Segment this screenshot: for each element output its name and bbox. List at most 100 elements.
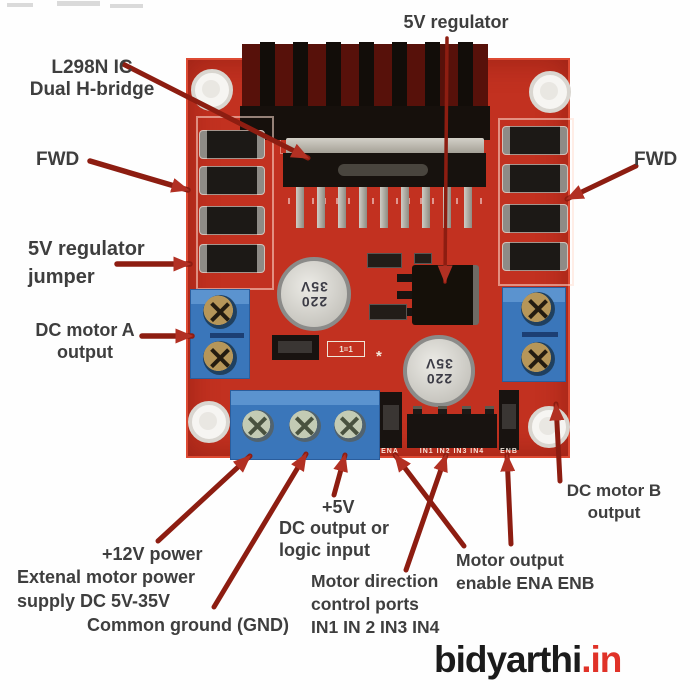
ic-clamp-bar [286, 138, 484, 157]
jumper-cap [502, 404, 516, 429]
smd-resistor [369, 304, 407, 320]
terminal-screw [203, 295, 237, 329]
label-plus5v: +5V [322, 497, 355, 517]
ic-leg [464, 187, 472, 228]
label-l298n: L298N IC Dual H-bridge [18, 57, 166, 101]
label-motor-enable-line2: enable ENA ENB [456, 573, 595, 593]
terminal-screw [521, 292, 555, 326]
watermark-bidyarthi: bidyarthi.in [434, 639, 622, 681]
ic-glint [338, 164, 428, 176]
label-motor-a-line1: DC motor A [35, 320, 135, 340]
flyback-diode [199, 244, 265, 273]
l298n-ic-body [283, 153, 486, 187]
header-pin [438, 406, 447, 417]
ic-leg [359, 187, 367, 228]
ic-leg [443, 187, 451, 228]
label-motor-a: DC motor A output [20, 319, 150, 363]
mounting-hole [528, 406, 570, 448]
arrow-5v-logic [331, 452, 348, 498]
silkscreen-ena-label: ENA [381, 448, 399, 455]
arrow-fwd-right [564, 163, 639, 202]
label-motor-b-line2: output [587, 503, 641, 522]
arrow-enable-ena [392, 452, 467, 549]
scan-artifact [7, 3, 33, 7]
label-motor-enable: Motor output enable ENA ENB [456, 549, 594, 595]
terminal-screw [521, 342, 555, 376]
header-pin [413, 406, 422, 417]
flyback-diode [199, 166, 265, 195]
watermark-black-part: bidyarthi [434, 639, 582, 680]
arrow-ground [211, 451, 309, 610]
silkscreen-in-labels: IN1 IN2 IN3 IN4 [419, 448, 485, 455]
silkscreen-enb-label: ENB [500, 448, 518, 455]
ic-leg [296, 187, 304, 228]
silkscreen-star: * [376, 348, 382, 365]
5v-regulator-component [412, 265, 479, 325]
label-regulator-jumper: 5V regulator jumper [28, 235, 145, 291]
regulator-lead [397, 291, 413, 299]
ic-leg [317, 187, 325, 228]
label-12v-power: +12V power [102, 544, 203, 564]
ic-leg [338, 187, 346, 228]
label-l298n-line2: Dual H-bridge [29, 79, 155, 100]
smd-resistor [414, 253, 432, 264]
label-common-ground: Common ground (GND) [87, 615, 289, 635]
label-logic-input: logic input [279, 540, 370, 560]
label-fwd-right: FWD [634, 149, 678, 170]
diode-bank-frame-right [498, 118, 574, 286]
header-pin [485, 406, 494, 417]
label-motor-direction: Motor direction control ports IN1 IN 2 I… [311, 570, 439, 639]
flyback-diode [199, 206, 265, 235]
mounting-hole [188, 401, 230, 443]
label-motor-direction-line3: IN1 IN 2 IN3 IN4 [311, 617, 440, 637]
smd-resistor [367, 253, 402, 268]
watermark-red-part: .in [581, 639, 622, 680]
label-dc-output: DC output or [279, 518, 389, 538]
label-regulator-jumper-line1: 5V regulator [28, 238, 145, 260]
silkscreen-mark: 1=1 [327, 341, 365, 357]
label-supply-range: supply DC 5V-35V [17, 591, 171, 611]
label-motor-direction-line2: control ports [311, 594, 419, 614]
jumper-cap [278, 341, 312, 353]
flyback-diode [502, 164, 568, 193]
ic-leg [380, 187, 388, 228]
label-fwd-left: FWD [36, 149, 80, 170]
mounting-hole [191, 69, 233, 111]
arrow-fwd-left [87, 158, 191, 193]
power-terminal-screw [242, 410, 274, 442]
ic-leg [401, 187, 409, 228]
label-5v-regulator: 5V regulator [403, 12, 509, 32]
flyback-diode [502, 204, 568, 233]
scan-artifact [57, 1, 100, 6]
power-terminal-screw [334, 410, 366, 442]
input-pin-header [407, 414, 497, 448]
arrow-12v-power [155, 453, 253, 544]
regulator-lead [397, 274, 413, 282]
label-motor-b-line1: DC motor B [566, 481, 662, 500]
label-regulator-jumper-line2: jumper [28, 266, 95, 288]
header-pin [462, 406, 471, 417]
terminal-divider [522, 332, 558, 337]
mounting-hole [529, 71, 571, 113]
arrow-enable-enb [500, 452, 516, 547]
jumper-cap [383, 405, 399, 430]
flyback-diode [502, 242, 568, 271]
terminal-screw [203, 341, 237, 375]
label-motor-enable-line1: Motor output [456, 550, 564, 570]
label-l298n-line1: L298N IC [51, 57, 133, 78]
power-terminal-screw [289, 410, 321, 442]
terminal-divider [210, 333, 244, 338]
label-motor-direction-line1: Motor direction [311, 571, 439, 591]
arrow-direction-ports [403, 452, 449, 573]
label-motor-a-line2: output [57, 342, 113, 362]
scan-artifact [110, 4, 143, 8]
label-external-power: Extenal motor power [17, 567, 196, 587]
heatsink-base [240, 106, 490, 140]
flyback-diode [199, 130, 265, 159]
